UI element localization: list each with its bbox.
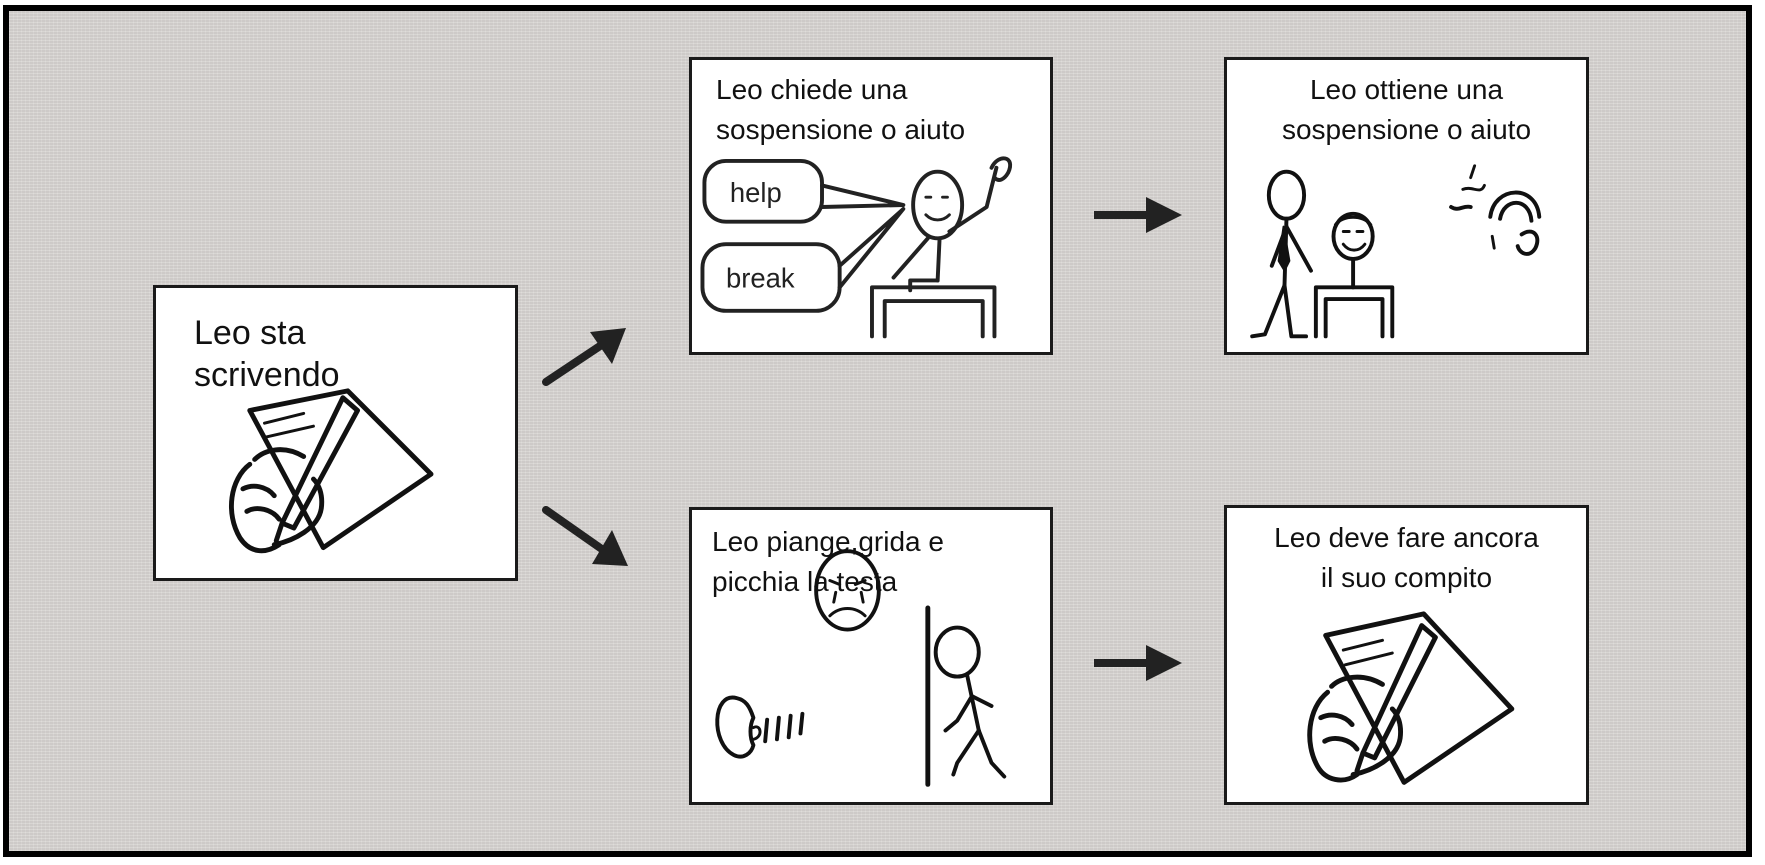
break-bubble-icon [700,242,842,313]
arrow-up-right-icon [542,328,626,386]
break-bubble-text: break [726,262,795,293]
card-gets-help-label: Leo ottiene una sospensione o aiuto [1281,74,1532,145]
frame-margin [1757,5,1765,857]
desk-icon [870,285,997,339]
arrow-down-right-icon [542,506,628,566]
card-must-continue: Leo deve fare ancora il suo compito [1224,505,1589,805]
screaming-head-icon [715,695,756,759]
card-asks-help-label: Leo chiede una sospensione o aiuto [716,74,966,145]
card-cries-label: Leo piange,grida e picchia la testa [712,526,944,597]
card-asks-help: help break Leo chiede una sospensione o … [689,57,1053,355]
desk-icon [1313,285,1395,339]
arrow-right-icon-bottom [1094,645,1182,681]
arrow-right-icon-top [1094,197,1182,233]
head-banging-person-icon [933,625,981,679]
card-gets-help: Leo ottiene una sospensione o aiuto [1224,57,1589,355]
person-head-icon [911,169,965,241]
help-bubble-text: help [730,177,782,208]
card-cries: Leo piange,grida e picchia la testa [689,507,1053,805]
card-writing-label: Leo sta scrivendo [194,314,340,394]
teacher-icon [1266,169,1307,221]
help-bubble-icon [702,158,824,224]
card-must-continue-label: Leo deve fare ancora il suo compito [1274,522,1539,593]
card-writing: Leo sta scrivendo [153,285,518,581]
pause-symbol-icon [1461,164,1486,192]
child-happy-icon [1331,211,1375,261]
